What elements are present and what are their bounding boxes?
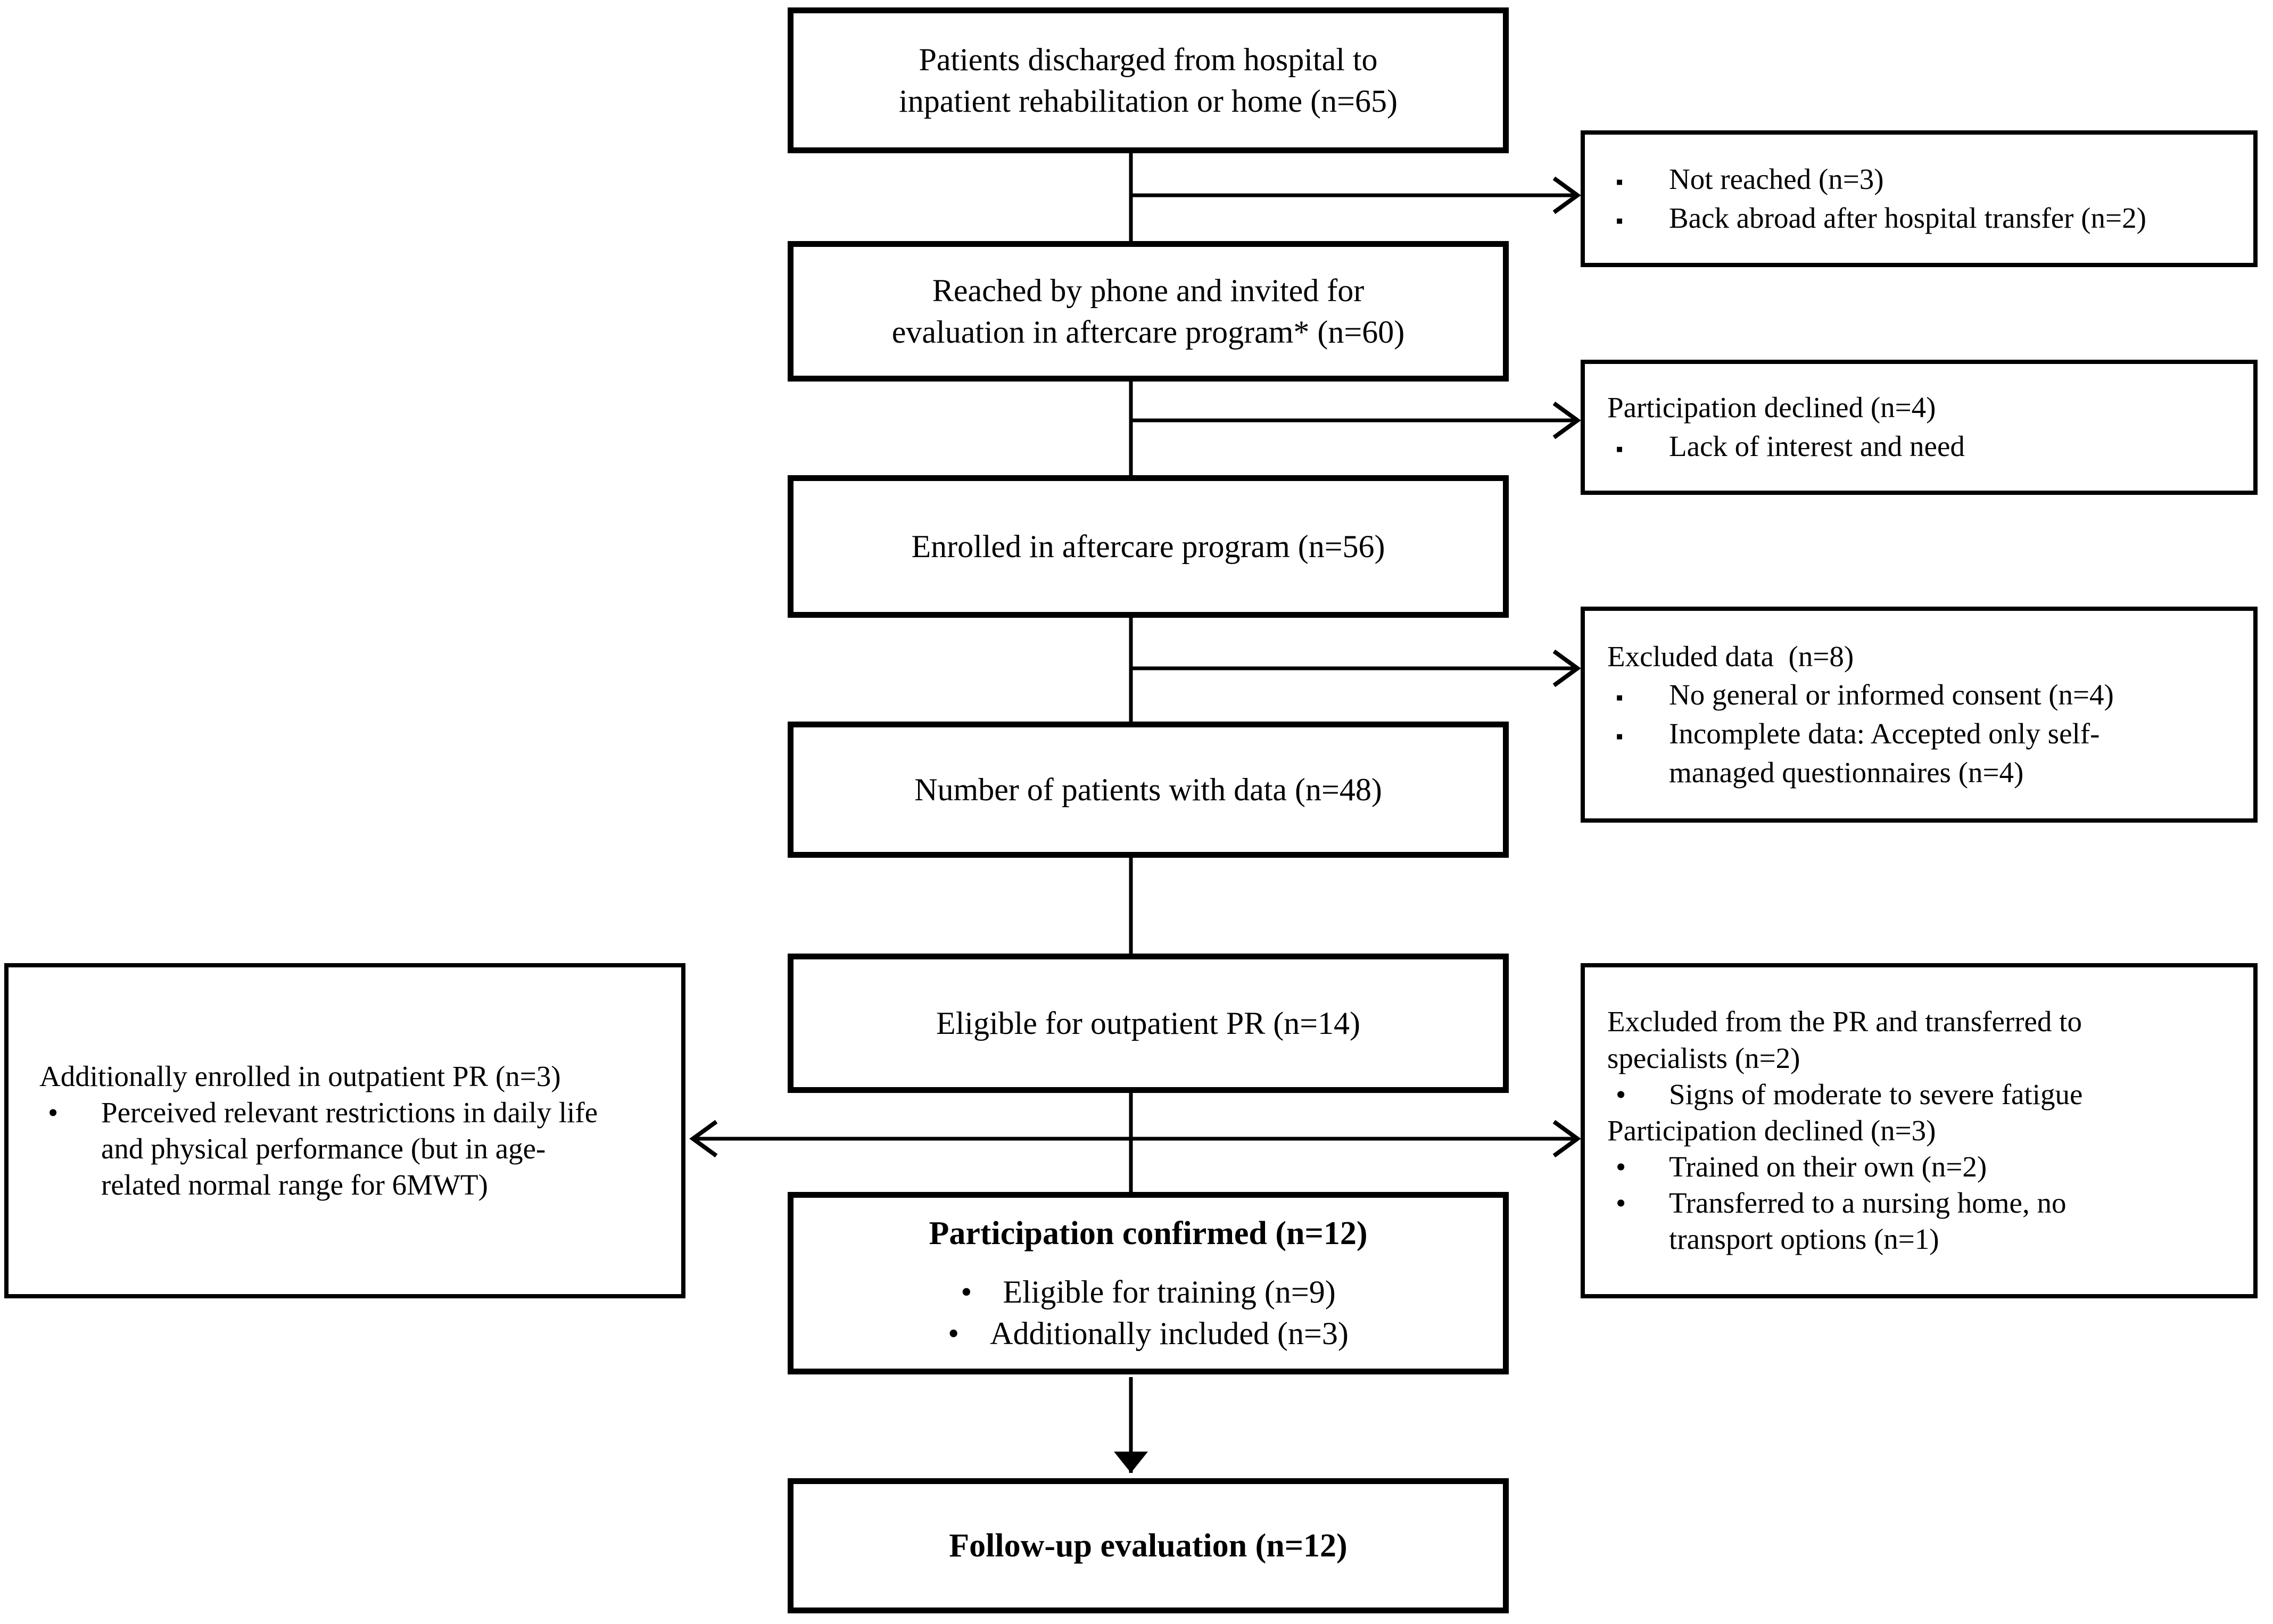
excluded-data-title: Excluded data (n=8) bbox=[1607, 640, 1854, 673]
box-not-reached: ▪ Not reached (n=3) ▪ Back abroad after … bbox=[1581, 130, 2258, 267]
confirmed-bullet-2: • Additionally included (n=3) bbox=[948, 1313, 1349, 1354]
excluded-data-bullet-2-text-line2: managed questionnaires (n=4) bbox=[1669, 756, 2024, 789]
excluded-pr-title-line2: specialists (n=2) bbox=[1607, 1041, 1800, 1074]
round-bullet-icon: • bbox=[948, 1315, 960, 1351]
additionally-enrolled-bullet-1-line3: related normal range for 6MWT) bbox=[101, 1169, 488, 1202]
additionally-enrolled-bullet-1-line2: and physical performance (but in age- bbox=[101, 1132, 546, 1165]
additionally-enrolled-bullet-1: • Perceived relevant restrictions in dai… bbox=[39, 1095, 662, 1131]
box-reached-by-phone: Reached by phone and invited for evaluat… bbox=[788, 241, 1509, 382]
confirmed-bullet-1: • Eligible for training (n=9) bbox=[961, 1271, 1335, 1313]
excluded-data-bullet-2: ▪ Incomplete data: Accepted only self- bbox=[1607, 715, 2234, 753]
excluded-pr-bullet-3: • Transferred to a nursing home, no bbox=[1607, 1185, 2234, 1221]
excluded-pr-bullet-2-text: Trained on their own (n=2) bbox=[1669, 1150, 1987, 1183]
box-participation-confirmed: Participation confirmed (n=12) • Eligibl… bbox=[788, 1192, 1509, 1374]
box-reached-line2: evaluation in aftercare program* (n=60) bbox=[891, 314, 1405, 350]
additionally-enrolled-bullet-1-line1: Perceived relevant restrictions in daily… bbox=[101, 1096, 598, 1129]
box-eligible-outpatient-pr: Eligible for outpatient PR (n=14) bbox=[788, 954, 1509, 1093]
not-reached-bullet-2-text: Back abroad after hospital transfer (n=2… bbox=[1669, 201, 2146, 234]
box-patients-with-data-text: Number of patients with data (n=48) bbox=[914, 772, 1382, 807]
box-follow-up-evaluation: Follow-up evaluation (n=12) bbox=[788, 1478, 1509, 1613]
declined-phone-title: Participation declined (n=4) bbox=[1607, 391, 1936, 424]
not-reached-bullet-1-text: Not reached (n=3) bbox=[1669, 162, 1884, 195]
box-participation-confirmed-title: Participation confirmed (n=12) bbox=[929, 1215, 1368, 1252]
box-eligible-text: Eligible for outpatient PR (n=14) bbox=[936, 1006, 1361, 1041]
square-bullet-icon: ▪ bbox=[1616, 437, 1624, 461]
box-excluded-from-pr: Excluded from the PR and transferred to … bbox=[1581, 963, 2258, 1298]
additionally-enrolled-title: Additionally enrolled in outpatient PR (… bbox=[39, 1059, 561, 1092]
additionally-enrolled-bullet-1-continuation-2: related normal range for 6MWT) bbox=[39, 1167, 662, 1203]
excluded-pr-declined-title: Participation declined (n=3) bbox=[1607, 1114, 1936, 1147]
round-bullet-icon: • bbox=[48, 1096, 59, 1129]
box-patients-with-data: Number of patients with data (n=48) bbox=[788, 722, 1509, 858]
declined-phone-bullet-1: ▪ Lack of interest and need bbox=[1607, 427, 2234, 466]
round-bullet-icon: • bbox=[1616, 1187, 1626, 1220]
excluded-pr-bullet-2: • Trained on their own (n=2) bbox=[1607, 1149, 2234, 1185]
not-reached-bullet-2: ▪ Back abroad after hospital transfer (n… bbox=[1607, 199, 2234, 238]
box-discharged-line2: inpatient rehabilitation or home (n=65) bbox=[899, 84, 1398, 119]
excluded-data-bullet-1: ▪ No general or informed consent (n=4) bbox=[1607, 676, 2234, 715]
round-bullet-icon: • bbox=[1616, 1078, 1626, 1111]
additionally-enrolled-bullet-1-continuation-1: and physical performance (but in age- bbox=[39, 1131, 662, 1167]
box-excluded-data: Excluded data (n=8) ▪ No general or info… bbox=[1581, 607, 2258, 823]
round-bullet-icon: • bbox=[961, 1274, 972, 1310]
box-enrolled-text: Enrolled in aftercare program (n=56) bbox=[911, 529, 1385, 564]
box-participation-declined-phone: Participation declined (n=4) ▪ Lack of i… bbox=[1581, 360, 2258, 495]
box-additionally-enrolled: Additionally enrolled in outpatient PR (… bbox=[4, 963, 685, 1298]
box-discharged-line1: Patients discharged from hospital to bbox=[919, 42, 1378, 77]
box-discharged: Patients discharged from hospital to inp… bbox=[788, 7, 1509, 153]
round-bullet-icon: • bbox=[1616, 1150, 1626, 1183]
excluded-pr-bullet-1: • Signs of moderate to severe fatigue bbox=[1607, 1076, 2234, 1113]
square-bullet-icon: ▪ bbox=[1616, 725, 1624, 748]
square-bullet-icon: ▪ bbox=[1616, 209, 1624, 233]
excluded-pr-bullet-3-continuation: transport options (n=1) bbox=[1607, 1221, 2234, 1257]
square-bullet-icon: ▪ bbox=[1616, 170, 1624, 194]
excluded-pr-bullet-3-text-line2: transport options (n=1) bbox=[1669, 1223, 1939, 1256]
box-enrolled-aftercare: Enrolled in aftercare program (n=56) bbox=[788, 475, 1509, 618]
excluded-pr-title-line1: Excluded from the PR and transferred to bbox=[1607, 1005, 2082, 1038]
box-reached-line1: Reached by phone and invited for bbox=[932, 273, 1365, 308]
declined-phone-bullet-1-text: Lack of interest and need bbox=[1669, 430, 1965, 462]
excluded-pr-bullet-1-text: Signs of moderate to severe fatigue bbox=[1669, 1078, 2083, 1111]
excluded-data-bullet-1-text: No general or informed consent (n=4) bbox=[1669, 678, 2114, 711]
excluded-pr-bullet-3-text-line1: Transferred to a nursing home, no bbox=[1669, 1187, 2067, 1220]
not-reached-bullet-1: ▪ Not reached (n=3) bbox=[1607, 160, 2234, 199]
square-bullet-icon: ▪ bbox=[1616, 686, 1624, 710]
confirmed-bullet-1-text: Eligible for training (n=9) bbox=[1003, 1274, 1336, 1310]
box-follow-up-text: Follow-up evaluation (n=12) bbox=[949, 1527, 1348, 1564]
confirmed-bullet-2-text: Additionally included (n=3) bbox=[990, 1315, 1349, 1351]
excluded-data-bullet-2-text-line1: Incomplete data: Accepted only self- bbox=[1669, 717, 2100, 750]
excluded-data-bullet-2-continuation: managed questionnaires (n=4) bbox=[1607, 753, 2234, 792]
